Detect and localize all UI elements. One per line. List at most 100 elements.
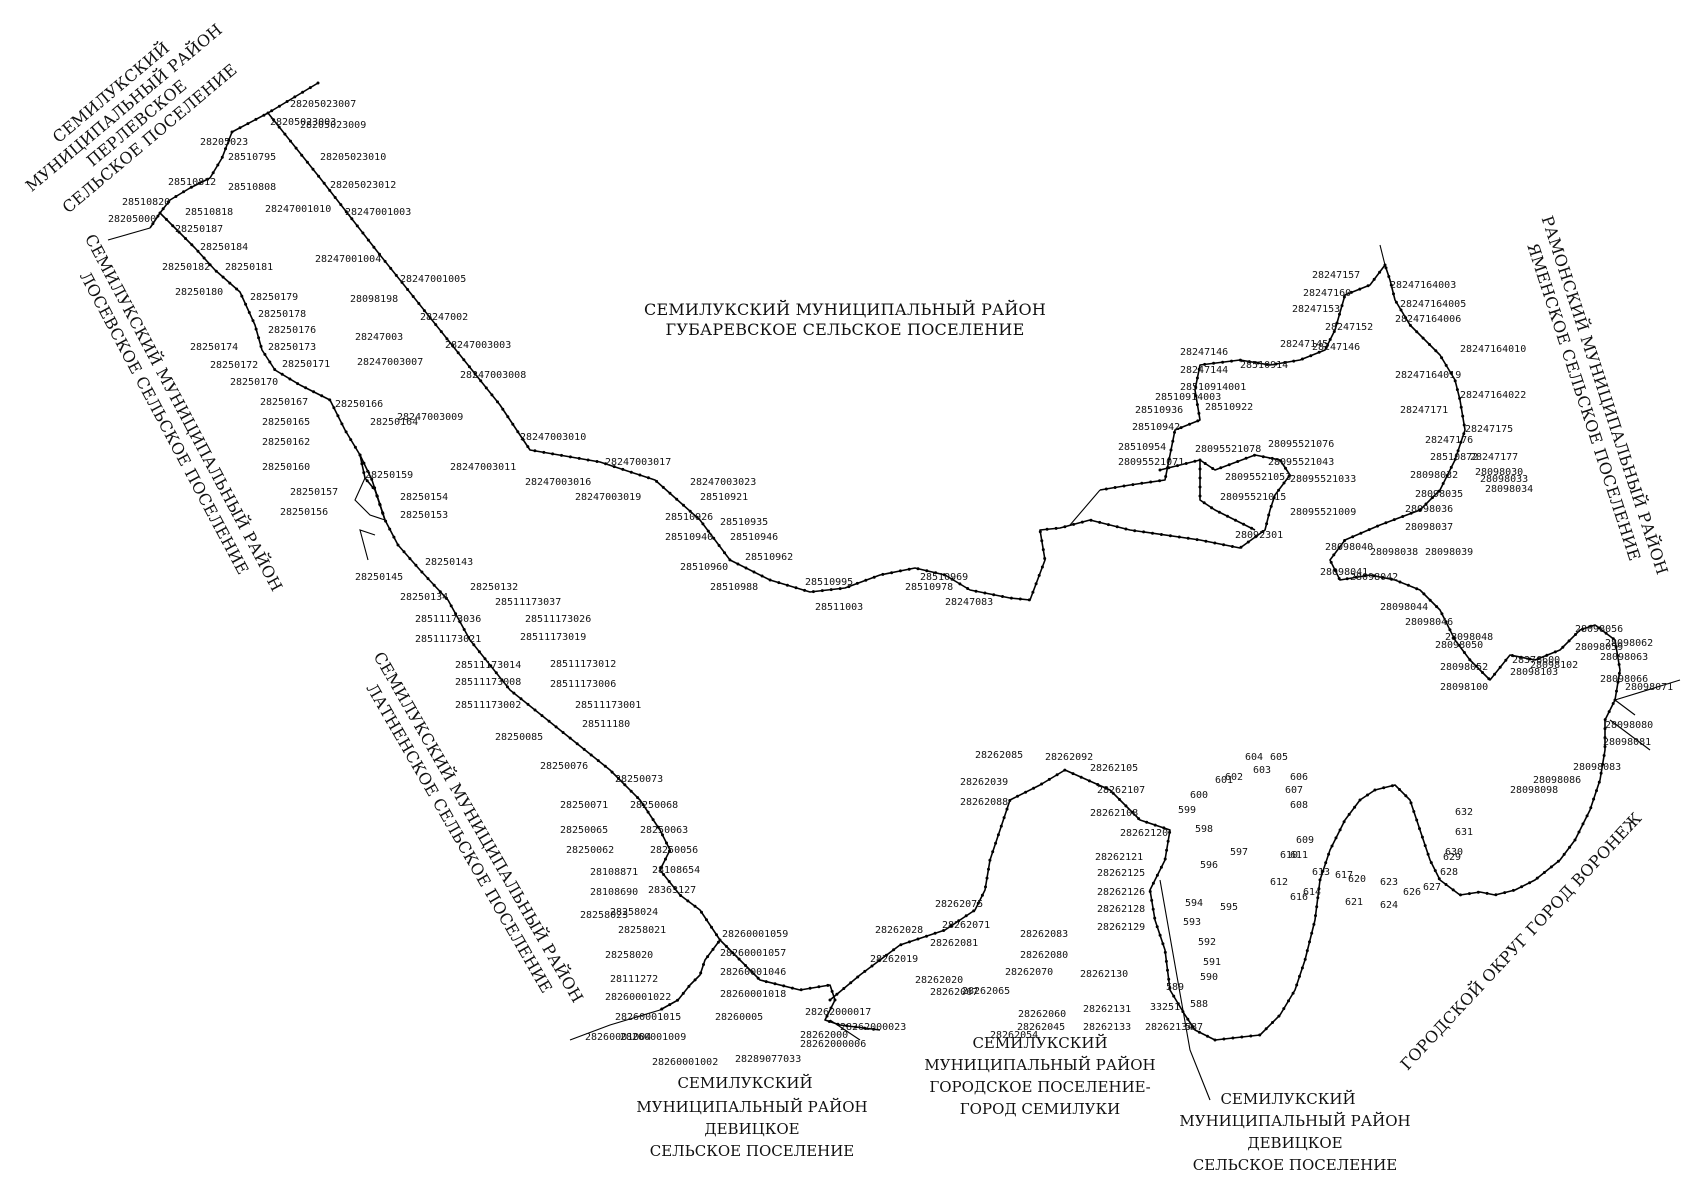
- boundary-point: [1080, 520, 1084, 524]
- boundary-point: [1282, 481, 1286, 485]
- boundary-point: [1444, 620, 1448, 624]
- boundary-point: [462, 358, 466, 362]
- boundary-point: [942, 573, 946, 577]
- boundary-point: [744, 964, 747, 967]
- point-label: 33251: [1150, 1002, 1180, 1013]
- boundary-point: [1382, 786, 1386, 790]
- boundary-point: [1242, 522, 1246, 526]
- boundary-point: [1468, 658, 1472, 662]
- boundary-point: [661, 833, 664, 837]
- boundary-point: [1308, 940, 1311, 944]
- boundary-point: [617, 777, 620, 780]
- boundary-point: [1424, 502, 1428, 506]
- point-label: 28260001002: [652, 1057, 718, 1068]
- point-label: 601: [1215, 775, 1233, 786]
- point-label: 28510914001: [1180, 382, 1246, 393]
- point-label: 28098035: [1415, 489, 1463, 500]
- point-label: 614: [1303, 887, 1321, 898]
- point-label: 28247003011: [450, 462, 516, 473]
- boundary-point: [1421, 336, 1425, 340]
- boundary-point: [1378, 270, 1382, 274]
- boundary-point: [1179, 426, 1183, 430]
- boundary-point: [221, 275, 225, 279]
- boundary-point: [378, 252, 381, 256]
- point-label: 28095521053: [1225, 472, 1291, 483]
- boundary-point: [1219, 466, 1223, 470]
- boundary-point: [933, 931, 937, 935]
- boundary-point: [777, 581, 781, 585]
- boundary-point: [328, 188, 332, 192]
- boundary-point: [1034, 582, 1038, 586]
- boundary-point: [1277, 1014, 1281, 1018]
- boundary-point: [1032, 786, 1036, 790]
- point-label: 28511173012: [550, 659, 616, 670]
- boundary-point: [1614, 645, 1618, 649]
- boundary-point: [646, 476, 650, 480]
- boundary-point: [336, 414, 340, 418]
- boundary-point: [1246, 540, 1250, 544]
- boundary-point: [1196, 419, 1200, 423]
- boundary-point: [1167, 457, 1171, 461]
- boundary-point: [1153, 916, 1157, 920]
- boundary-point: [432, 583, 436, 587]
- boundary-point: [1265, 522, 1269, 526]
- boundary-point: [273, 368, 277, 371]
- boundary-point: [1573, 838, 1577, 842]
- boundary-point: [301, 90, 305, 94]
- region-line: ЛАТНЕНСКОЕ СЕЛЬСКОЕ ПОСЕЛЕНИЕ: [363, 680, 557, 996]
- point-label: 28262130: [1080, 969, 1128, 980]
- region-devitskoe-west: СЕМИЛУКСКИЙ МУНИЦИПАЛЬНЫЙ РАЙОН ДЕВИЦКОЕ…: [636, 1073, 867, 1160]
- boundary-point: [1545, 653, 1549, 657]
- point-label: 28098032: [1410, 470, 1458, 481]
- point-label: 28262028: [875, 925, 923, 936]
- boundary-point: [724, 944, 728, 948]
- boundary-point: [1441, 482, 1445, 485]
- boundary-point: [1430, 496, 1434, 500]
- boundary-point: [1169, 448, 1173, 452]
- boundary-point: [1333, 568, 1337, 572]
- boundary-point: [414, 563, 418, 567]
- boundary-point: [1428, 598, 1432, 602]
- boundary-point: [1444, 883, 1448, 886]
- boundary-point: [1338, 828, 1342, 832]
- point-label: 28510921: [700, 492, 748, 503]
- point-label: 28095521009: [1290, 507, 1356, 518]
- boundary-point: [1151, 881, 1155, 885]
- point-label: 28289077033: [735, 1054, 801, 1065]
- boundary-point: [1603, 718, 1607, 722]
- boundary-point: [1213, 541, 1217, 545]
- boundary-point: [422, 309, 426, 313]
- region-gubarevskoe: СЕМИЛУКСКИЙ МУНИЦИПАЛЬНЫЙ РАЙОН ГУБАРЕВС…: [644, 299, 1046, 339]
- point-label: 28095521078: [1195, 444, 1261, 455]
- boundary-point: [892, 948, 896, 952]
- boundary-point: [1265, 363, 1269, 366]
- boundary-point: [629, 789, 633, 793]
- boundary-point: [1493, 672, 1497, 676]
- point-label: 28262126: [1097, 887, 1145, 898]
- boundary-point: [1018, 597, 1022, 601]
- point-label: 28258021: [618, 925, 666, 936]
- boundary-point: [268, 360, 272, 364]
- boundary-point: [1203, 462, 1207, 465]
- boundary-point: [1249, 1034, 1253, 1038]
- point-label: 28510812: [168, 177, 216, 188]
- point-label: 28250073: [615, 774, 663, 785]
- boundary-point: [842, 987, 846, 990]
- point-label: 28511173008: [455, 677, 521, 688]
- point-label: 28262054: [990, 1030, 1038, 1041]
- boundary-point: [1213, 1038, 1217, 1042]
- boundary-point: [411, 295, 415, 298]
- point-label: 621: [1345, 897, 1363, 908]
- point-label: 28262039: [960, 777, 1008, 788]
- region-perlevskoe: СЕМИЛУКСКИЙ МУНИЦИПАЛЬНЫЙ РАЙОН ПЕРЛЕВСК…: [21, 19, 240, 217]
- point-label: 28510818: [185, 207, 233, 218]
- boundary-point: [1577, 830, 1581, 834]
- boundary-point: [828, 998, 832, 1002]
- boundary-point: [1118, 798, 1121, 801]
- boundary-point: [554, 725, 558, 729]
- boundary-point: [444, 596, 448, 600]
- point-label: 590: [1200, 972, 1218, 983]
- point-label: 28510926: [665, 512, 713, 523]
- boundary-point: [542, 450, 546, 454]
- point-label: 28262067: [930, 987, 978, 998]
